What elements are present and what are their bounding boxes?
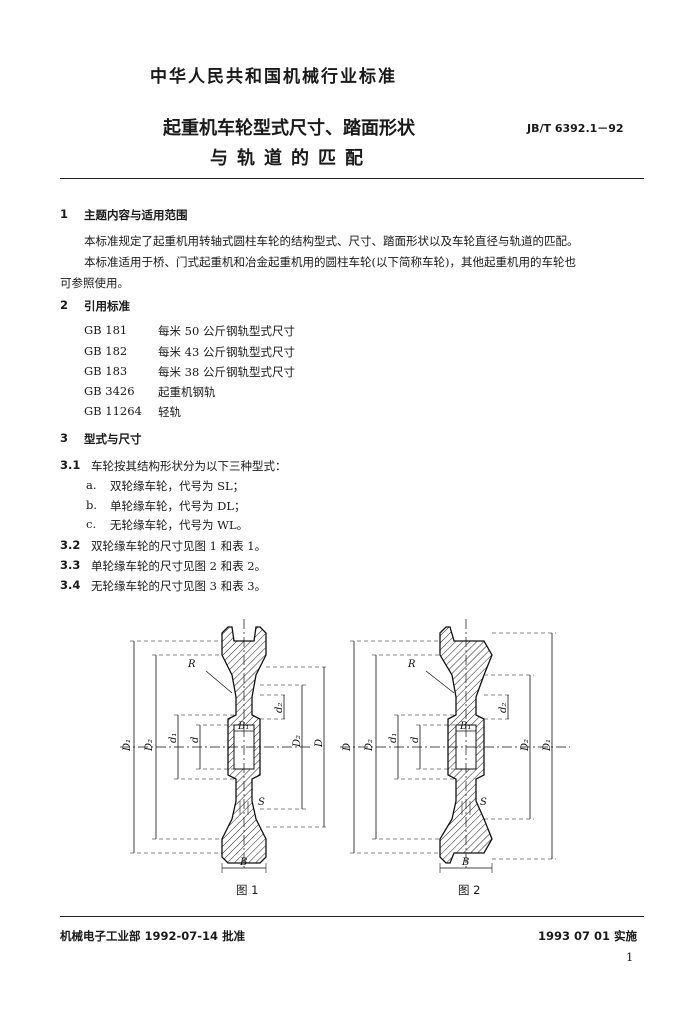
figure-1-caption: 图 1 [236,883,259,897]
header-divider [60,178,644,179]
list-item-text: 双轮缘车轮，代号为 SL； [110,479,245,493]
section-2-number: 2 [60,298,69,312]
figure-2-drawing: R D D₂ d₁ d D₂ D₁ d₂ B₁ S B [340,619,570,873]
clause-number: 3.1 [60,458,81,472]
reference-code: GB 181 [84,323,128,337]
figure-2-caption: 图 2 [458,883,481,897]
clause-number: 3.2 [60,538,81,552]
footer-divider [60,916,644,917]
clause-text: 车轮按其结构形状分为以下三种型式： [91,459,287,473]
dim-label-d1-outer: D₁ [542,739,553,752]
dim-label-d2-lower: d₂ [274,703,285,713]
section-1-paragraph-2-line-1: 本标准适用于桥、门式起重机和冶金起重机用的圆柱车轮(以下简称车轮)，其他起重机用… [84,255,576,269]
list-item-text: 无轮缘车轮，代号为 WL。 [110,518,249,532]
standard-number: JB/T 6392.1－92 [527,122,624,135]
dim-label-D: D [342,743,353,752]
section-1-paragraph-1: 本标准规定了起重机用转轴式圆柱车轮的结构型式、尺寸、踏面形状以及车轮直径与轨道的… [84,234,579,248]
wheel-drawings: R D₁ D₂ d₁ d D₂ D d₂ B₁ S B [120,619,570,873]
dim-label-d2-lower: d₂ [498,703,509,713]
dim-label-d2-tread: D₂ [520,739,531,752]
clause-text: 单轮缘车轮的尺寸见图 2 和表 2。 [91,559,267,573]
list-item-label: b. [86,498,98,512]
reference-title: 每米 50 公斤钢轨型式尺寸 [158,324,295,338]
dim-label-d: d [410,737,421,743]
dim-label-d1: d₁ [388,733,399,743]
reference-title: 每米 43 公斤钢轨型式尺寸 [158,345,295,359]
dim-label-b: B [239,857,247,868]
section-1-paragraph-2-line-2: 可参照使用。 [60,276,129,290]
reference-code: GB 11264 [84,404,142,418]
section-2-heading: 引用标准 [84,299,130,313]
radius-label: R [187,659,196,670]
dim-label-d2-upper: D₂ [144,739,155,752]
issuing-authority: 中华人民共和国机械行业标准 [150,67,397,87]
clause-text: 双轮缘车轮的尺寸见图 1 和表 1。 [91,539,267,553]
document-title-line2: 与轨道的匹配 [210,148,372,169]
effective-date: 1993 07 01 实施 [538,929,638,943]
clause-text: 无轮缘车轮的尺寸见图 3 和表 3。 [91,579,267,593]
dim-label-d: d [190,737,201,743]
dim-label-b: B [461,857,469,868]
reference-title: 起重机钢轨 [158,385,216,399]
reference-title: 每米 38 公斤钢轨型式尺寸 [158,365,295,379]
dim-label-s: S [480,797,487,808]
dim-label-d2-upper: D₂ [364,739,375,752]
approval-date: 机械电子工业部 1992-07-14 批准 [60,929,246,943]
section-1-number: 1 [60,207,69,221]
section-3-heading: 型式与尺寸 [84,432,142,446]
reference-code: GB 182 [84,344,128,358]
dim-label-b1: B₁ [237,721,249,732]
list-item-label: c. [86,517,97,531]
figure-1-drawing: R D₁ D₂ d₁ d D₂ D d₂ B₁ S B [120,619,328,873]
dim-label-d1-upper: D₁ [122,739,133,752]
dim-label-d2-tread: D₂ [292,735,303,748]
dim-label-D: D [314,739,325,748]
list-item-label: a. [86,478,97,492]
dim-label-b1: B₁ [459,721,471,732]
section-1-heading: 主题内容与适用范围 [84,208,188,222]
reference-code: GB 3426 [84,384,135,398]
dim-label-d1: d₁ [168,733,179,743]
reference-title: 轻轨 [158,405,181,419]
radius-label: R [407,659,416,670]
document-title-line1: 起重机车轮型式尺寸、踏面形状 [163,118,415,139]
clause-number: 3.4 [60,578,81,592]
list-item-text: 单轮缘车轮，代号为 DL； [110,499,246,513]
page-number: 1 [626,950,634,964]
reference-code: GB 183 [84,364,128,378]
section-3-number: 3 [60,431,69,445]
dim-label-s: S [258,797,265,808]
clause-number: 3.3 [60,558,81,572]
